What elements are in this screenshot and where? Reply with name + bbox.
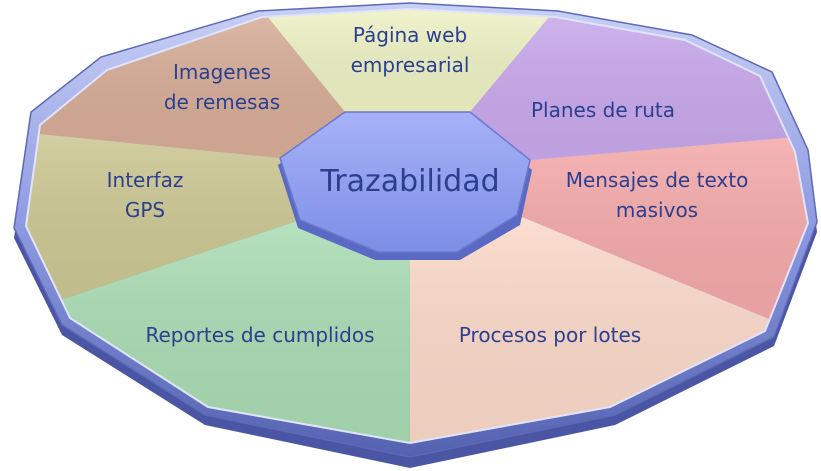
segment-label-interfaz-gps: GPS: [125, 198, 165, 222]
segment-label-reportes-cumplidos: Reportes de cumplidos: [145, 323, 374, 347]
segment-label-mensajes-texto: masivos: [616, 198, 698, 222]
segment-label-imagenes-remesas: de remesas: [164, 90, 280, 114]
center-hub: [279, 111, 531, 253]
segment-label-pagina-web: empresarial: [351, 53, 470, 77]
segment-shade-pagina-web: [262, 10, 555, 112]
segment-shade-interfaz-gps: [26, 130, 300, 320]
frame-inner-edge: [24, 7, 810, 445]
segment-label-interfaz-gps: Interfaz: [107, 168, 184, 192]
segment-label-planes-ruta: Planes de ruta: [531, 98, 675, 122]
segment-label-mensajes-texto: Mensajes de texto: [566, 168, 749, 192]
segment-shade-mensajes-texto: [517, 135, 808, 340]
center-label: Trazabilidad: [319, 164, 499, 199]
segment-label-procesos-lotes: Procesos por lotes: [459, 323, 641, 347]
segments-group: [26, 10, 808, 443]
segment-label-imagenes-remesas: Imagenes: [173, 60, 271, 84]
segment-label-pagina-web: Página web: [353, 23, 467, 47]
